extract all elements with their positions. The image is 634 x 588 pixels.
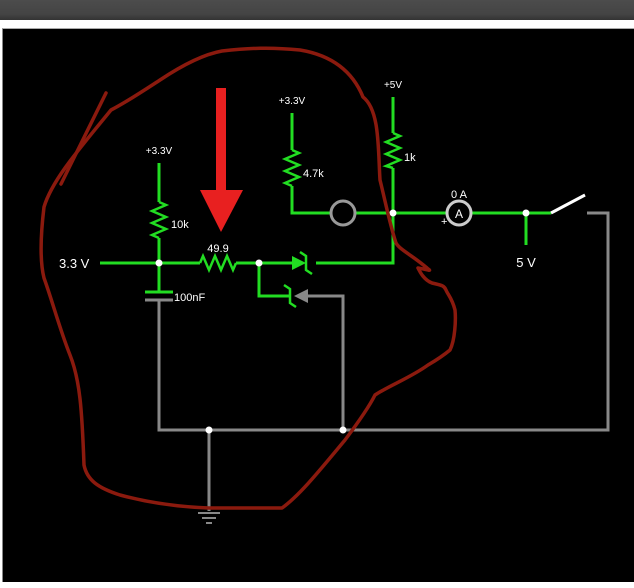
resistor-1k-label: 1k (404, 152, 416, 164)
input-voltage-label: 3.3 V (59, 256, 90, 271)
junction-dots (155, 209, 530, 434)
capacitor-label: 100nF (174, 292, 205, 304)
annotation-arrow-icon (200, 88, 243, 232)
resistor-49-9-icon[interactable] (198, 252, 238, 274)
active-wires (100, 97, 551, 298)
ammeter-reading: 0 A (451, 189, 468, 201)
capacitor-icon[interactable] (145, 290, 173, 302)
wire-zener2-return (306, 294, 345, 430)
ammeter-symbol: A (455, 207, 463, 221)
zener-diode-inactive-icon[interactable] (283, 283, 308, 309)
resistor-49-9-label: 49.9 (207, 243, 228, 255)
resistor-4-7k-icon[interactable] (281, 148, 303, 188)
ground-icon (198, 512, 220, 524)
supply-label-mid: +3.3V (279, 96, 306, 107)
supply-label-right: +5V (384, 80, 402, 91)
resistor-4-7k-label: 4.7k (303, 168, 324, 180)
junction-dot (255, 259, 263, 267)
junction-dot (155, 259, 163, 267)
outline-stroke-main (39, 46, 458, 510)
wire-4k7-bottom (290, 186, 330, 215)
resistor-10k-icon[interactable] (148, 200, 170, 240)
outline-stroke-head (59, 91, 108, 186)
junction-dot (389, 209, 397, 217)
inactive-wires (157, 211, 610, 511)
supply-label-left: +3.3V (146, 146, 173, 157)
resistor-10k-label: 10k (171, 219, 189, 231)
resistor-1k-icon[interactable] (382, 131, 404, 170)
ammeter-icon[interactable]: A (445, 199, 473, 227)
junction-dot (339, 426, 347, 434)
junction-dot (522, 209, 530, 217)
ammeter-polarity: + (441, 216, 447, 228)
wire-zener2-branch (257, 263, 290, 298)
output-voltage-label: 5 V (516, 255, 536, 270)
lamp-icon[interactable] (329, 199, 357, 227)
junction-dot (205, 426, 213, 434)
annotation-outline (39, 46, 458, 510)
wire-cap-to-ground-bus (157, 211, 610, 432)
wire-zener1-out (316, 213, 395, 265)
switch-icon[interactable] (550, 193, 586, 215)
window-titlebar (0, 0, 634, 20)
zener-diode-active-icon[interactable] (292, 250, 313, 276)
